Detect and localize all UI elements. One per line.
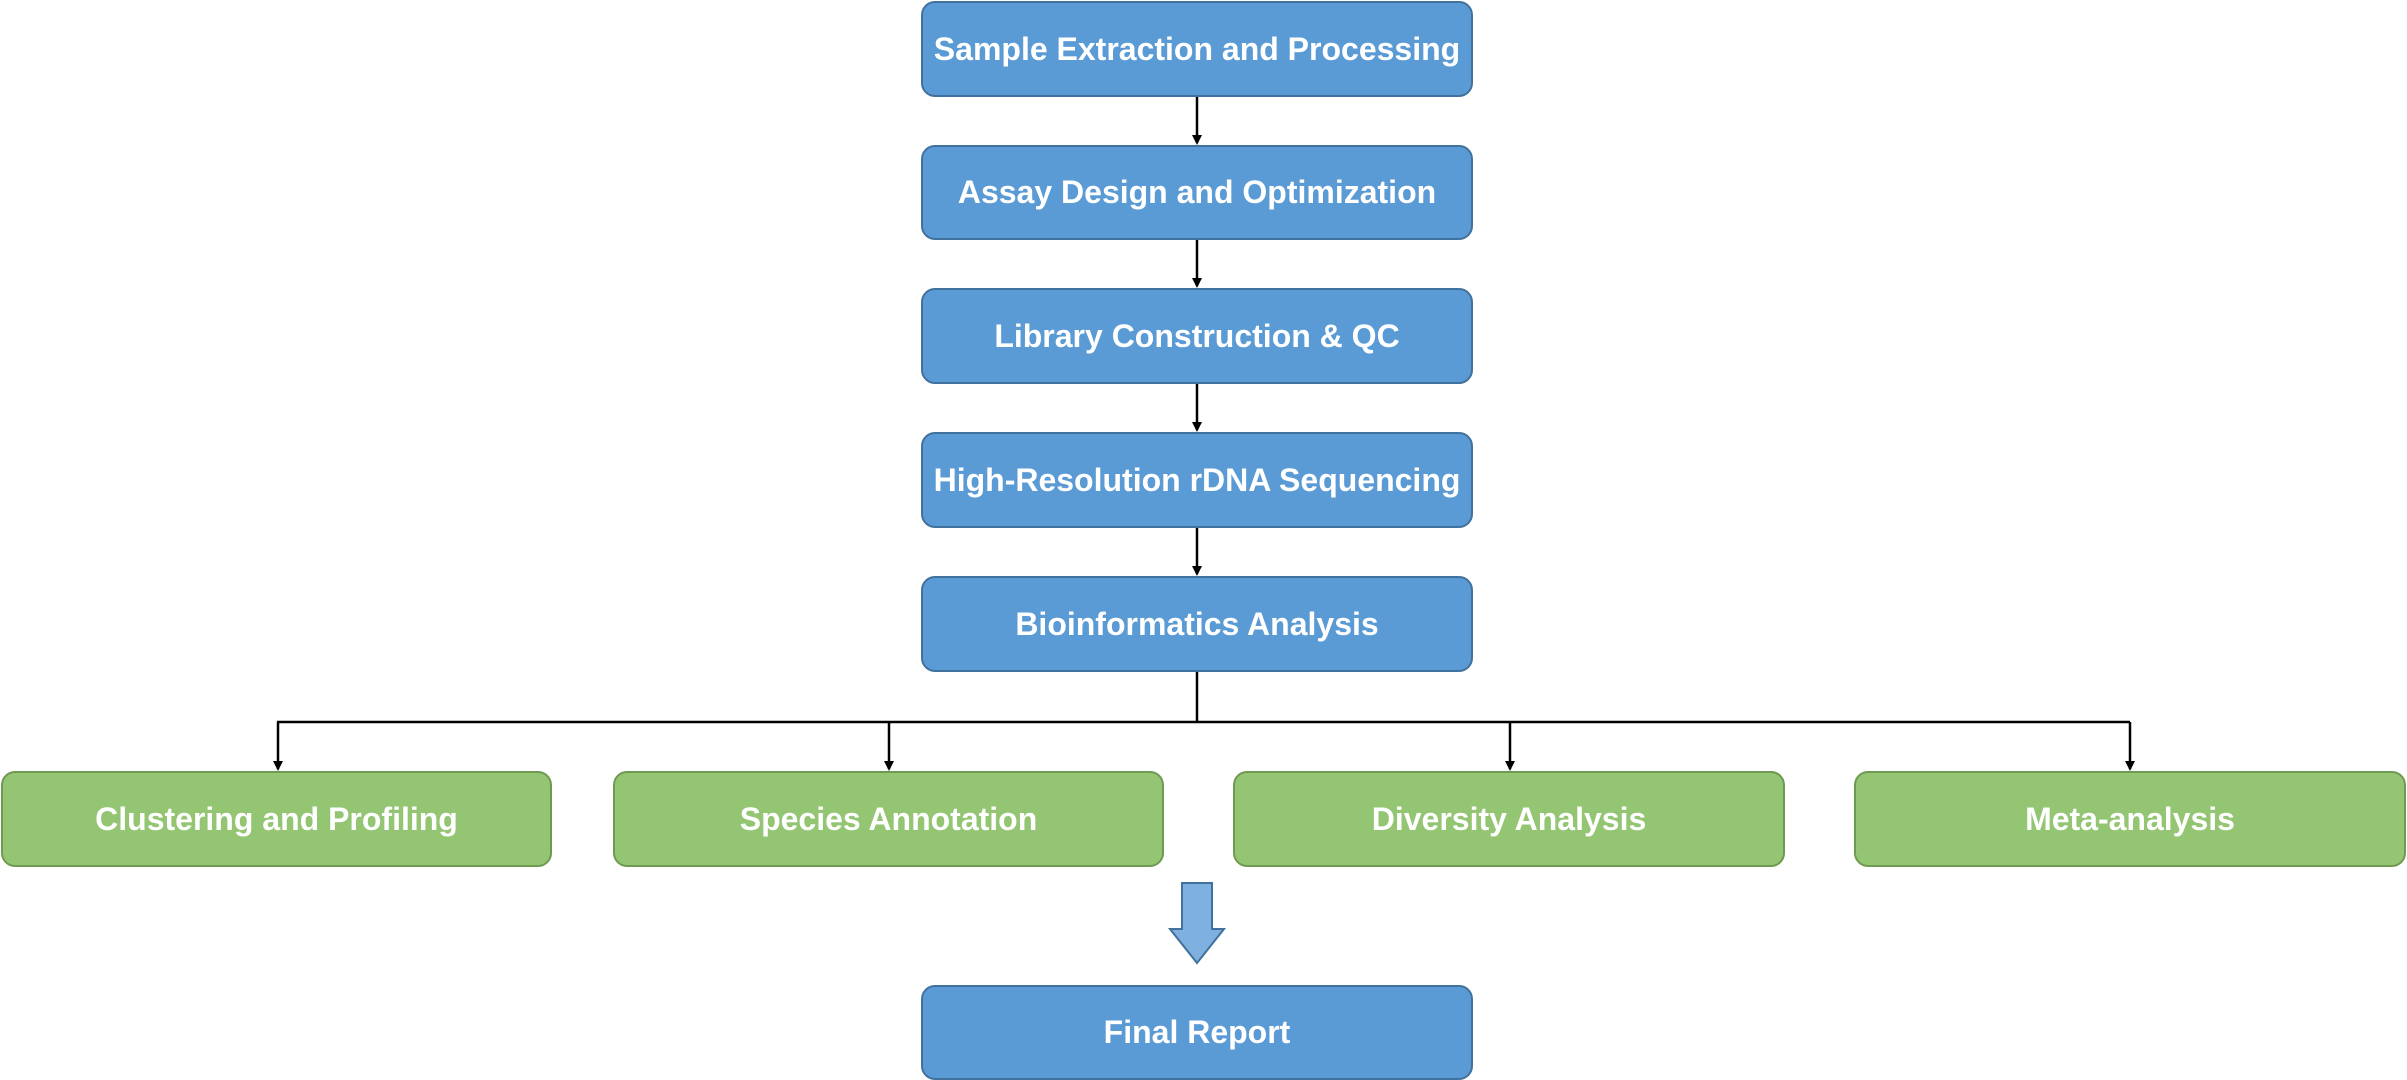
branch-meta-analysis: Meta-analysis <box>1854 771 2406 867</box>
step-final-report: Final Report <box>921 985 1473 1080</box>
step-library-construction: Library Construction & QC <box>921 288 1473 384</box>
step-sample-extraction: Sample Extraction and Processing <box>921 1 1473 97</box>
branch-clustering-profiling: Clustering and Profiling <box>1 771 552 867</box>
step-bioinformatics-analysis: Bioinformatics Analysis <box>921 576 1473 672</box>
branch-species-annotation: Species Annotation <box>613 771 1164 867</box>
down-arrow-icon <box>1167 882 1227 965</box>
branch-diversity-analysis: Diversity Analysis <box>1233 771 1785 867</box>
step-rdna-sequencing: High-Resolution rDNA Sequencing <box>921 432 1473 528</box>
step-assay-design: Assay Design and Optimization <box>921 145 1473 240</box>
